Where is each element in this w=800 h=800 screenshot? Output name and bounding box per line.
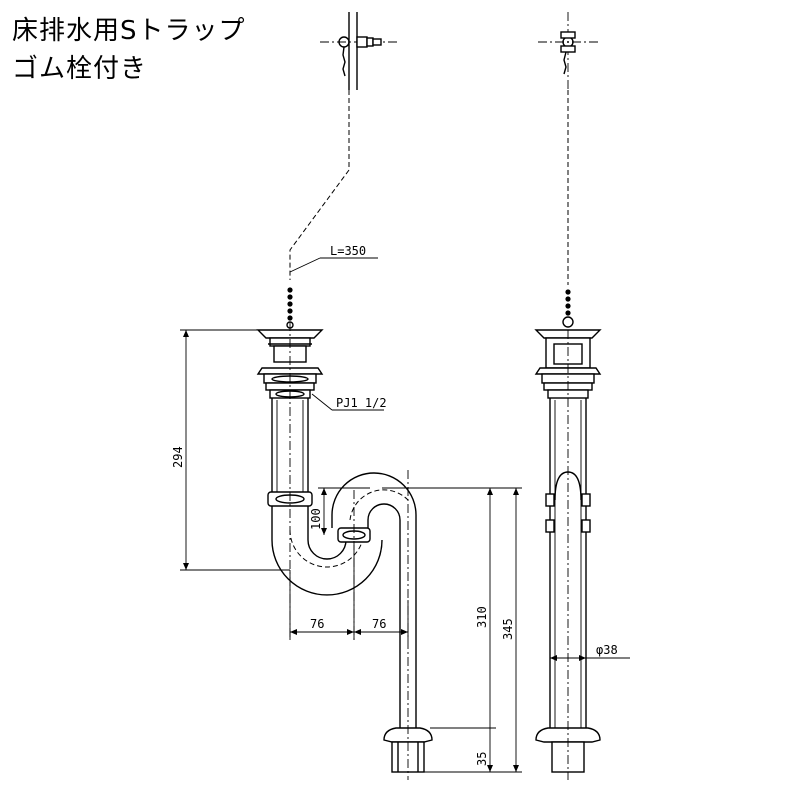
dim-345-label: 345 [501, 618, 515, 640]
thread-label: PJ1 1/2 [336, 396, 387, 410]
dim-76-right-label: 76 [372, 617, 386, 631]
chain-beads [286, 287, 294, 329]
dim-76-left-label: 76 [310, 617, 324, 631]
chain-length-label: L=350 [330, 244, 366, 258]
dim-294-label: 294 [171, 446, 185, 468]
diameter-label: φ38 [596, 643, 618, 657]
drawing-title-line1: 床排水用Sトラップ [12, 16, 246, 46]
stopper-mount-side [538, 12, 600, 90]
chain-beads-side [562, 289, 574, 328]
outlet-pipe [383, 515, 433, 773]
dim-100-label: 100 [309, 508, 323, 530]
chain-line [289, 90, 350, 280]
dim-310-label: 310 [475, 606, 489, 628]
stopper-mount-front [320, 12, 400, 90]
front-view [180, 12, 522, 780]
crown-bend [331, 472, 417, 528]
u-bend [271, 527, 383, 596]
dim-35-label: 35 [475, 752, 489, 766]
side-view [534, 12, 630, 780]
drawing-title-line2: ゴム栓付き [12, 54, 148, 84]
